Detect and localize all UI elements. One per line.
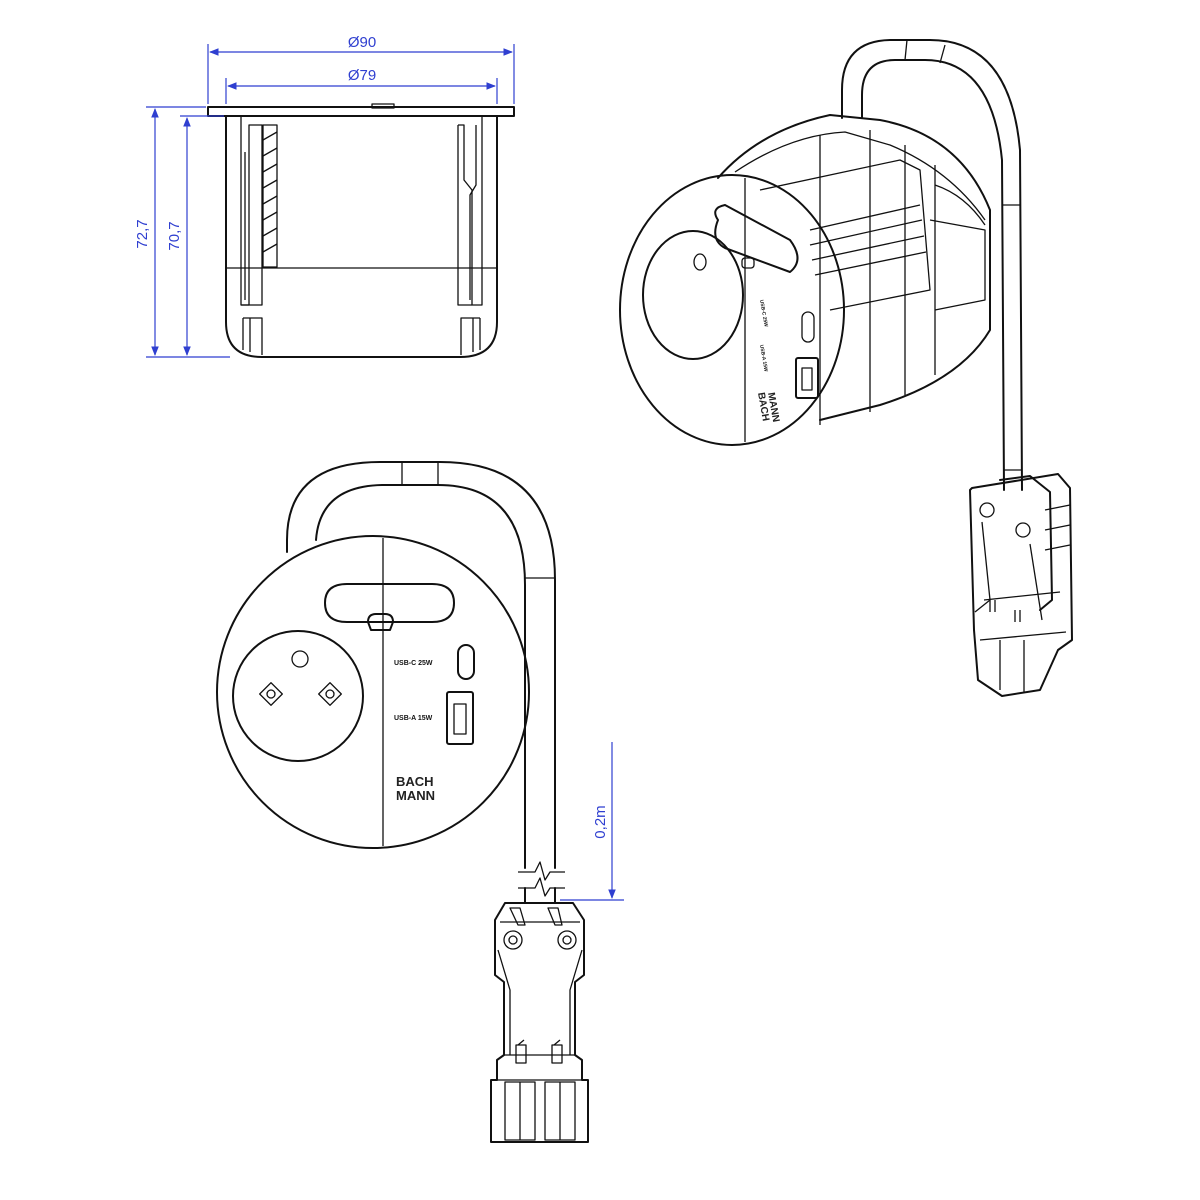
iso-cable-slot [714,204,799,273]
dimension-inner-diameter: Ø79 [348,67,376,84]
side-view-body [225,115,498,358]
front-usb-c-label: USB-C 25W [394,660,433,667]
isometric-view: USB-C 25W USB-A 15W BACH MANN [619,39,1073,697]
dimension-outer-diameter: Ø90 [348,34,376,51]
dimension-cable-length: 0,2m [592,805,609,838]
iso-body [717,114,991,421]
front-socket-hole-left [259,682,283,706]
front-cable [286,461,556,869]
iso-usb-c-port [801,311,815,343]
front-usb-c-port [457,644,475,680]
front-cable-slot [324,583,455,623]
iso-bachmann-logo: BACH MANN [755,392,781,423]
iso-connector [969,473,1073,697]
side-view-latch-ribs [262,124,278,268]
front-socket-hole-right [318,682,342,706]
iso-usb-a-port [795,357,819,399]
iso-usb-c-label: USB-C 25W [758,299,769,327]
dimension-total-height: 72,7 [134,219,151,248]
dimension-body-height: 70,7 [166,221,183,250]
front-view: USB-C 25W USB-A 15W BACH MANN 0,2m [216,461,624,1143]
svg-text:MANN: MANN [765,392,781,423]
svg-text:MANN: MANN [396,788,435,803]
connector-screw-right [557,930,577,950]
side-view-flange [207,106,515,117]
iso-socket [642,230,744,360]
svg-text:BACH: BACH [396,774,434,789]
front-usb-a-port [446,691,474,745]
svg-text:BACH: BACH [755,392,771,422]
side-view: Ø90 Ø79 72,7 70,7 [134,34,515,358]
connector-screw-left [503,930,523,950]
front-socket [232,630,364,762]
front-bachmann-logo: BACH MANN [396,774,435,803]
iso-face [619,174,845,446]
front-usb-a-label: USB-A 15W [394,715,433,722]
iso-usb-a-label: USB-A 15W [758,344,769,372]
front-connector [490,902,589,1143]
iso-cable [841,39,1023,491]
front-faceplate [216,535,530,849]
